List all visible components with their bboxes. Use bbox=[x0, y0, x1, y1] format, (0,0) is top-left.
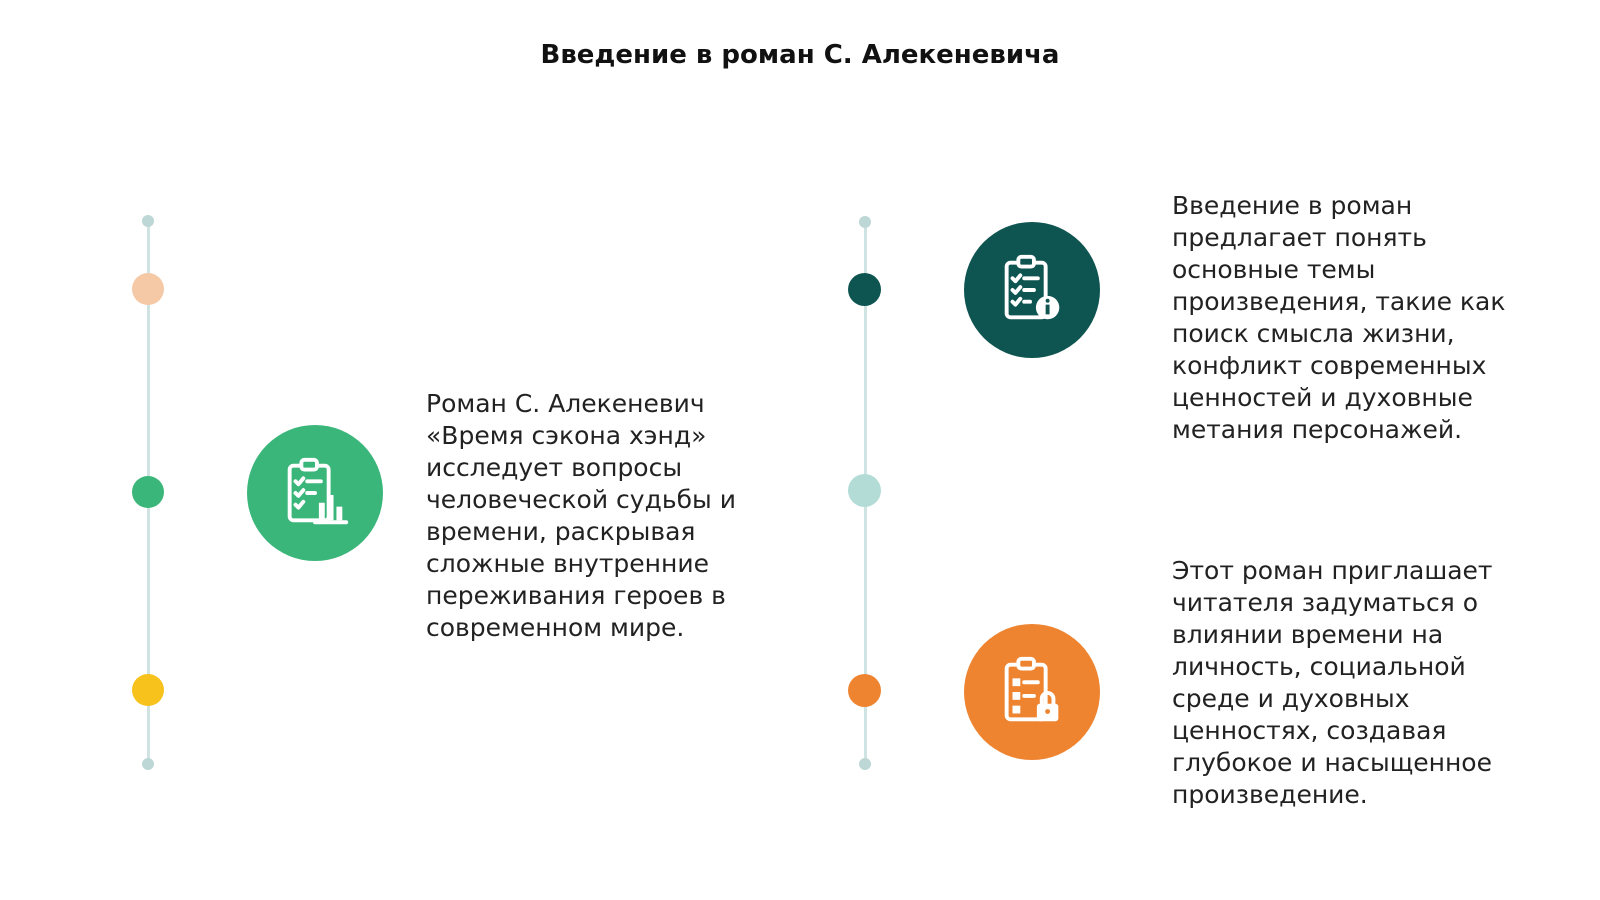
timeline-left-bottom-cap bbox=[142, 758, 154, 770]
timeline-dot-yellow bbox=[132, 674, 164, 706]
clipboard-info-icon bbox=[964, 222, 1100, 358]
timeline-dot-green bbox=[132, 476, 164, 508]
timeline-dot-peach bbox=[132, 273, 164, 305]
block-text-1: Роман С. Алекеневич «Время сэкона хэнд» … bbox=[426, 389, 736, 642]
block-text-2: Введение в роман предлагает понять основ… bbox=[1172, 191, 1506, 444]
timeline-dot-orange bbox=[848, 674, 881, 707]
block-text-3: Этот роман приглашает читателя задуматьс… bbox=[1172, 556, 1493, 809]
timeline-right-bottom-cap bbox=[859, 758, 871, 770]
page-title: Введение в роман С. Алекеневича bbox=[540, 40, 1060, 70]
timeline-left-top-cap bbox=[142, 215, 154, 227]
clipboard-lock-icon bbox=[964, 624, 1100, 760]
timeline-dot-teal-dark bbox=[848, 273, 881, 306]
timeline-dot-teal-light bbox=[848, 474, 881, 507]
clipboard-chart-icon bbox=[247, 425, 383, 561]
timeline-right-top-cap bbox=[859, 216, 871, 228]
